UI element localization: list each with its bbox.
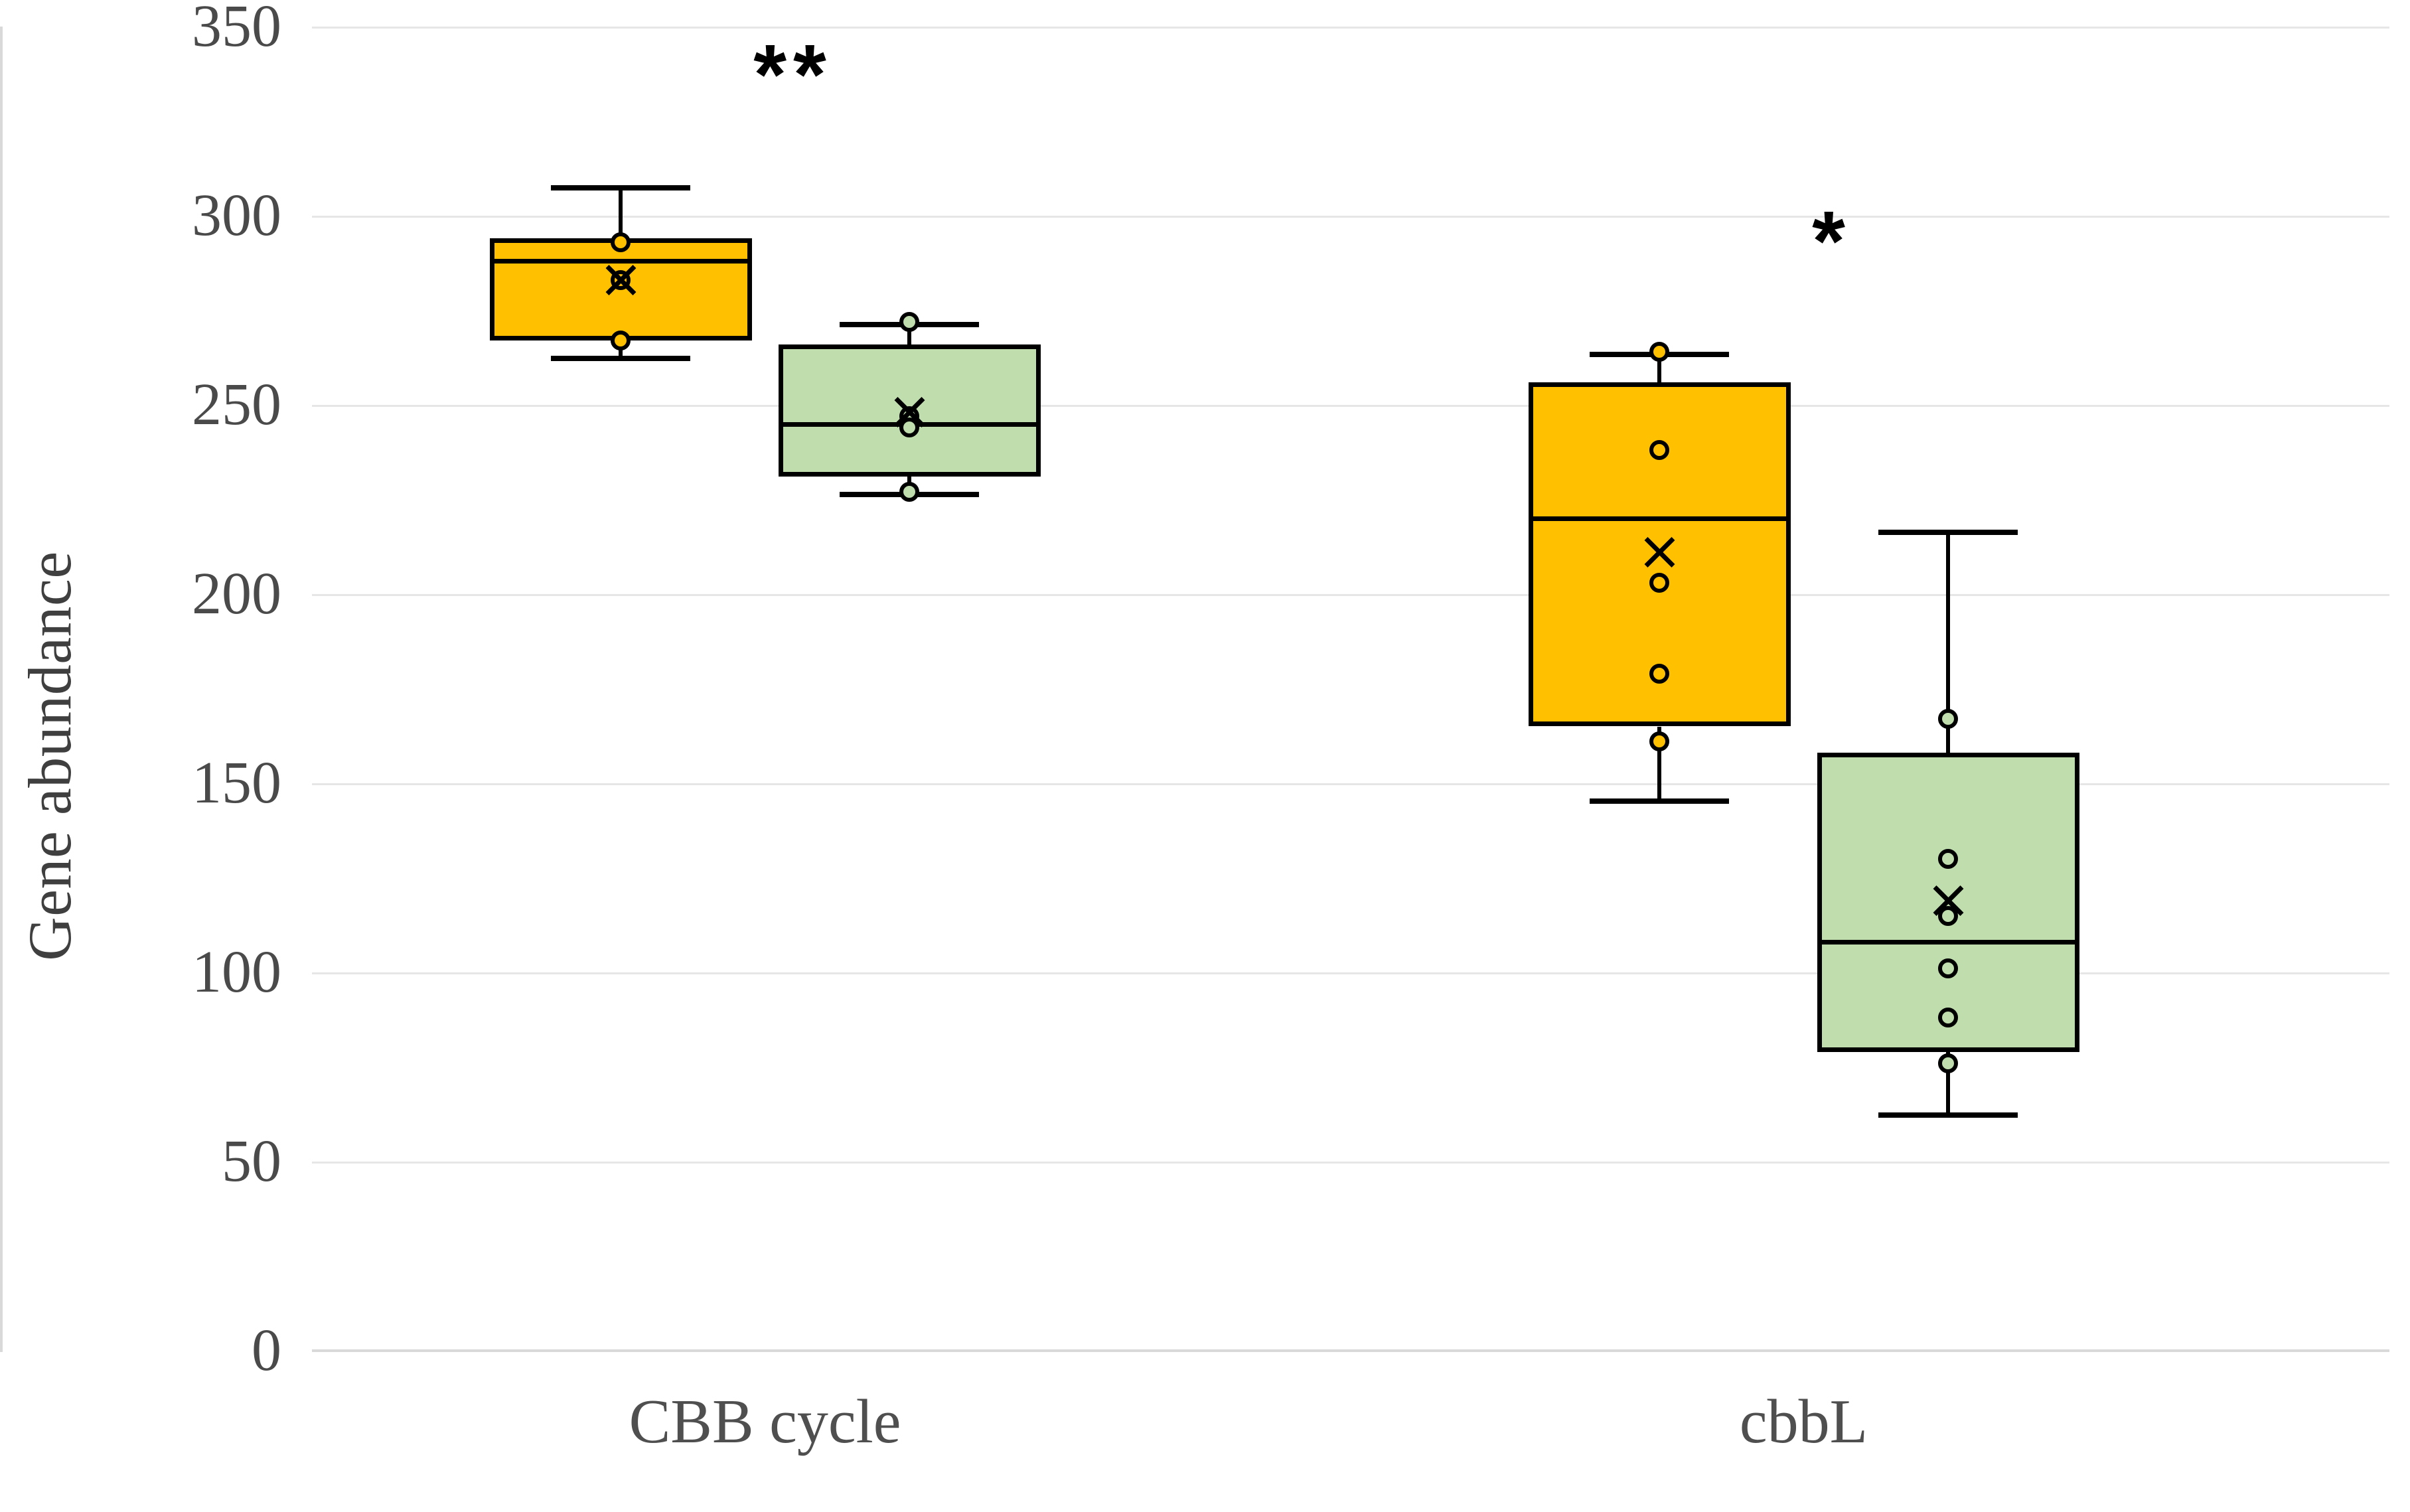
data-point [899,311,919,332]
data-point [1938,1053,1958,1073]
whisker-lower-cap [1878,1112,2018,1118]
y-axis-line [0,27,3,1352]
x-axis-line [312,1349,2389,1352]
data-point [1649,663,1669,684]
whisker-lower-cap [1590,798,1729,804]
whisker-lower-cap [551,355,690,361]
y-axis-tick-300: 300 [192,183,281,248]
y-axis-tick-100: 100 [192,939,281,1005]
median-line [1528,516,1791,521]
y-axis-tick-350: 350 [192,0,281,59]
gridline-50 [312,1162,2389,1164]
data-point [1938,709,1958,729]
gridline-200 [312,594,2389,596]
gridline-300 [312,216,2389,218]
mean-marker-x [1929,881,1967,920]
whisker-upper-cap [551,185,690,191]
median-line [1817,940,2079,945]
boxplot-CBB-cycle-green-group [312,27,2389,1351]
whisker-upper-stem [1946,530,1950,753]
y-axis-title: Gene abundance [16,551,84,961]
data-point [899,482,919,502]
gridline-250 [312,405,2389,407]
y-axis-tick-250: 250 [192,372,281,437]
gridline-150 [312,783,2389,785]
data-point [1938,1008,1958,1028]
significance-marker: * [1812,194,1852,289]
boxplot-CBB-cycle-orange-group [312,27,2389,1351]
x-axis-category-cbbL: cbbL [1739,1387,1868,1456]
whisker-upper-stem [907,321,911,344]
y-axis-tick-0: 0 [252,1318,281,1383]
data-point [1649,572,1669,593]
whisker-upper-stem [1657,352,1661,382]
data-point [1938,849,1958,869]
y-axis-tick-200: 200 [192,561,281,627]
y-axis-tick-50: 50 [222,1128,281,1194]
significance-marker: ** [753,27,833,123]
data-point [611,331,631,351]
boxplot-cbbL-orange-group [312,27,2389,1351]
data-point [1649,440,1669,461]
data-point [611,232,631,252]
plot-area [312,27,2389,1351]
gridline-100 [312,972,2389,974]
whisker-upper-cap [1878,530,2018,536]
data-point [1649,731,1669,752]
data-point [1649,342,1669,362]
boxplot-cbbL-green-group [312,27,2389,1351]
gridline-350 [312,27,2389,29]
y-axis-tick-labels: 0 50 100 150 200 250 300 350 [100,0,299,1512]
whisker-lower-stem [1657,726,1661,798]
whisker-upper-stem [619,185,623,239]
y-axis-tick-150: 150 [192,750,281,816]
x-axis-category-CBB-cycle: CBB cycle [629,1387,901,1456]
whisker-lower-stem [1946,1051,1950,1112]
data-point [1938,958,1958,979]
